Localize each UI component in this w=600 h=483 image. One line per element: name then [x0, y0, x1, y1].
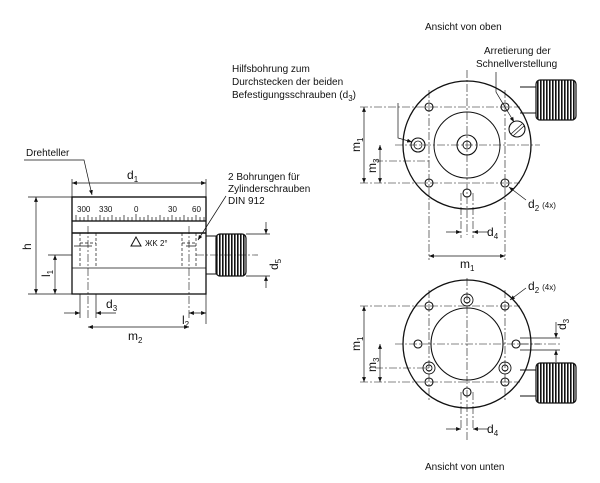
dim-d5-letter: d	[267, 263, 281, 270]
aux-hole-close: )	[353, 90, 356, 101]
bottom-d4-sub: 4	[494, 429, 499, 438]
aux-hole-line2: Durchstecken der beiden	[232, 77, 343, 88]
top-d2-sub: 2	[535, 204, 540, 213]
top-m1-sub: 1	[356, 137, 365, 142]
top-d2-count: (4x)	[542, 201, 556, 210]
top-view-dimension-labels: m1 m3 d2(4x) d4 m1	[349, 137, 556, 273]
svg-text:Befestigungsschrauben (d3): Befestigungsschrauben (d3)	[232, 90, 356, 103]
svg-text:l1: l1	[39, 269, 55, 277]
scale-tick-0: 0	[134, 205, 139, 214]
top-m3-sub: 3	[372, 158, 381, 163]
bottom-m3-sub: 3	[372, 357, 381, 362]
scale-tick-30: 30	[168, 205, 177, 214]
bottom-d2-letter: d	[528, 279, 535, 293]
graduation-ticks	[75, 214, 205, 221]
dim-l1-sub: 1	[46, 269, 55, 274]
bores-line1: 2 Bohrungen für	[228, 172, 300, 183]
scale-tick-60: 60	[192, 205, 201, 214]
svg-text:d1: d1	[127, 168, 139, 184]
side-view: 300 330 0 30 60 ЖK 2°	[24, 159, 270, 329]
bottom-m3-letter: m	[365, 362, 379, 372]
top-view-title: Ansicht von oben	[425, 22, 502, 33]
scale-tick-330: 330	[99, 205, 113, 214]
dim-l2-letter: l	[182, 313, 185, 327]
dim-l2-sub: 2	[185, 320, 190, 329]
top-m1h-sub: 1	[470, 264, 475, 273]
top-d4-sub: 4	[494, 232, 499, 241]
dim-m2-letter: m	[128, 329, 138, 343]
vernier-triangle	[130, 235, 142, 247]
top-m1-letter: m	[349, 142, 363, 152]
side-view-dimension-labels: d1 h l1 d5 d3 l2 m2	[20, 168, 283, 345]
dim-d1-sub: 1	[134, 175, 139, 184]
dim-d3-letter: d	[106, 297, 113, 311]
dim-m2-sub: 2	[138, 336, 143, 345]
svg-text:m1: m1	[349, 336, 365, 351]
bottom-d2-count: (4x)	[542, 283, 556, 292]
svg-text:m3: m3	[365, 158, 381, 173]
svg-text:d3: d3	[106, 297, 118, 313]
svg-text:m1: m1	[460, 257, 475, 273]
bottom-m1-sub: 1	[356, 336, 365, 341]
turntable-label: Drehteller	[26, 148, 70, 159]
svg-text:d5: d5	[267, 258, 283, 270]
bottom-d3-letter: d	[555, 323, 569, 330]
lock-screw	[508, 120, 526, 138]
top-m3-letter: m	[365, 163, 379, 173]
bottom-d4-letter: d	[487, 422, 494, 436]
annotation-labels: Ansicht von oben Ansicht von unten Hilfs…	[26, 22, 557, 473]
aux-hole-line1: Hilfsbohrung zum	[232, 64, 310, 75]
svg-text:d2(4x): d2(4x)	[528, 197, 556, 213]
aux-hole-line3: Befestigungsschrauben (d	[232, 90, 348, 101]
lock-line1: Arretierung der	[484, 46, 551, 57]
dim-d1-letter: d	[127, 168, 134, 182]
top-m1h-letter: m	[460, 257, 470, 271]
svg-text:d3: d3	[555, 318, 571, 330]
bores-line2: Zylinderschrauben	[228, 184, 310, 195]
bottom-view	[360, 278, 577, 440]
bottom-d2-sub: 2	[535, 286, 540, 295]
svg-text:d4: d4	[487, 225, 499, 241]
scale-tick-300: 300	[77, 205, 91, 214]
top-d4-letter: d	[487, 225, 494, 239]
vernier-mark: ЖK 2°	[145, 239, 168, 248]
bores-line3: DIN 912	[228, 196, 265, 207]
bottom-d3-sub: 3	[562, 318, 571, 323]
svg-text:m1: m1	[349, 137, 365, 152]
bottom-view-title: Ansicht von unten	[425, 462, 505, 473]
bottom-view-dimension-labels: m1 m3 d2(4x) d3 d4	[349, 279, 571, 438]
top-view	[360, 70, 577, 260]
lock-line2: Schnellverstellung	[476, 59, 557, 70]
dim-d3-sub: 3	[113, 304, 118, 313]
svg-text:m2: m2	[128, 329, 143, 345]
top-d2-letter: d	[528, 197, 535, 211]
svg-text:d2(4x): d2(4x)	[528, 279, 556, 295]
dim-h: h	[20, 243, 34, 250]
svg-text:d4: d4	[487, 422, 499, 438]
aux-hole-sub: 3	[348, 94, 353, 103]
bottom-m1-letter: m	[349, 341, 363, 351]
bottom-knurled-knob	[535, 362, 577, 404]
top-knurled-knob	[535, 79, 577, 121]
svg-text:m3: m3	[365, 357, 381, 372]
svg-text:l2: l2	[182, 313, 190, 329]
dim-l1-letter: l	[39, 274, 53, 277]
dim-d5-sub: 5	[274, 258, 283, 263]
